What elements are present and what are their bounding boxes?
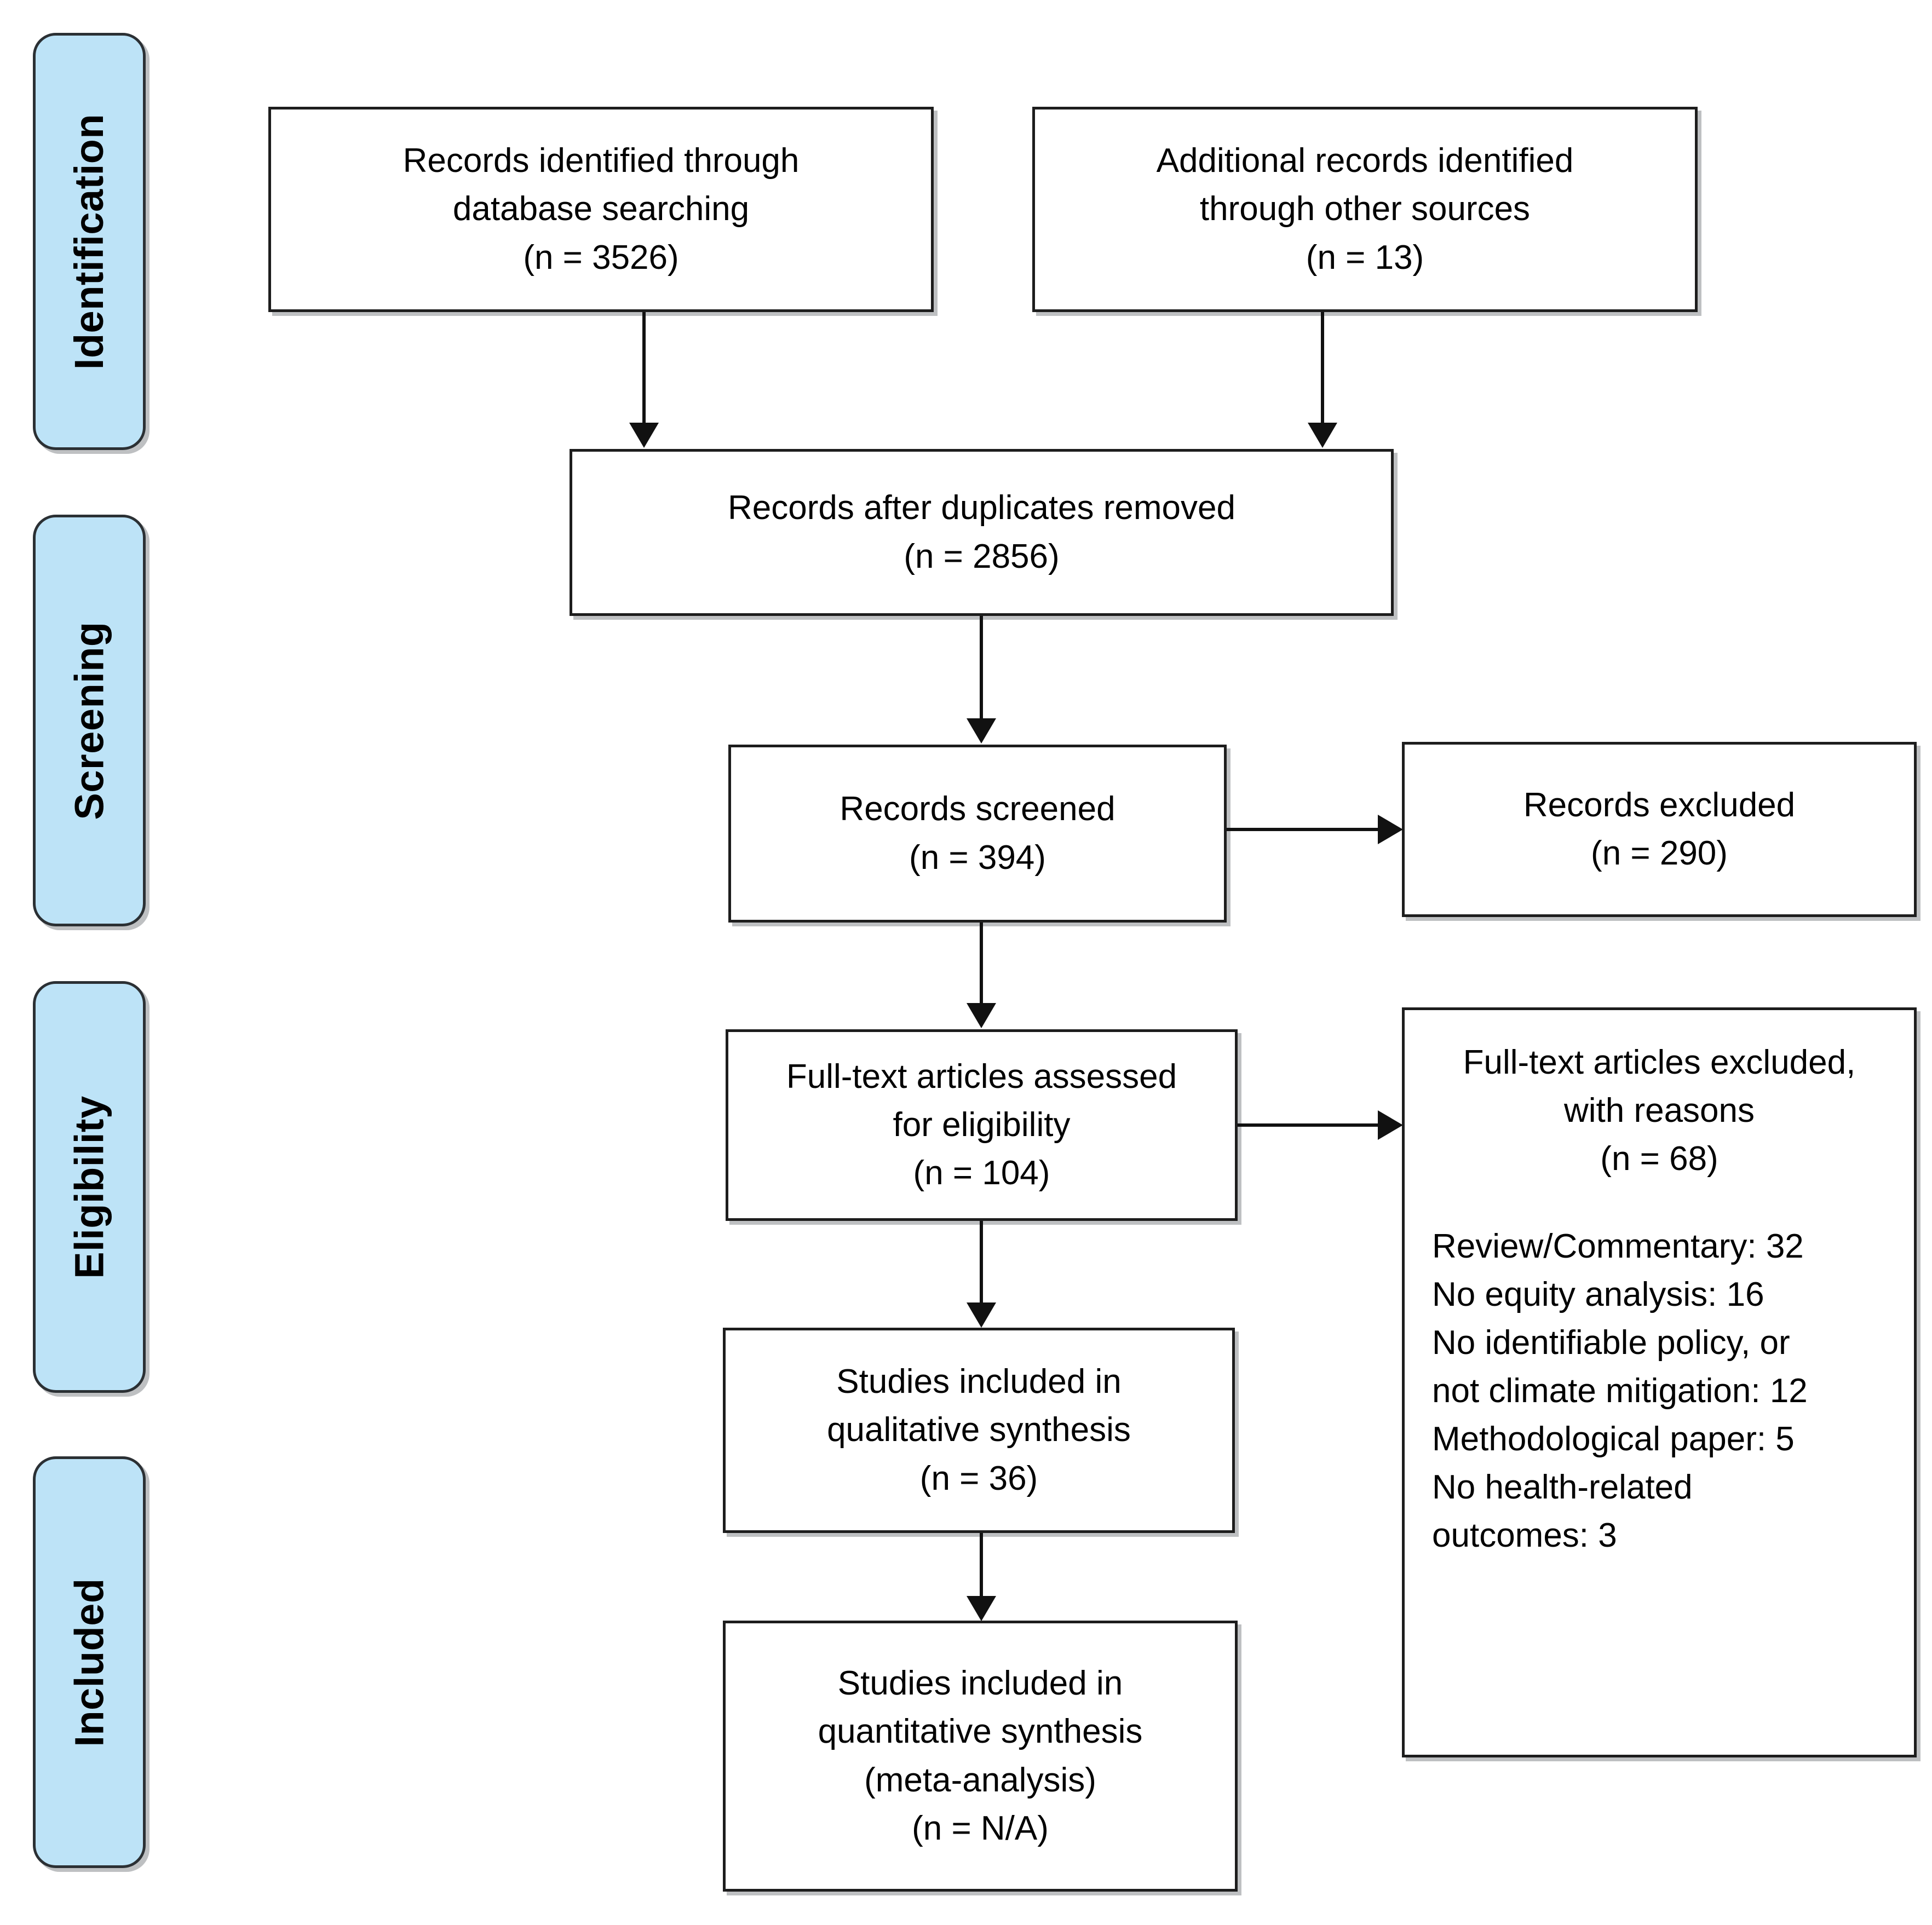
arrowhead-fulltext-to-excluded-reasons [1378, 1110, 1403, 1140]
box-line-2: qualitative synthesis [827, 1411, 1131, 1449]
box-records-screened: Records screened (n = 394) [728, 745, 1227, 923]
arrowhead-duplicates-to-screened [967, 718, 996, 744]
box-line-1: Records screened [840, 790, 1116, 828]
exclusion-reasons-list: Review/Commentary: 32 No equity analysis… [1418, 1223, 1901, 1560]
box-line-1: Records identified through [403, 142, 800, 180]
box-studies-quantitative-synthesis: Studies included in quantitative synthes… [723, 1621, 1238, 1892]
stage-pill-identification: Identification [33, 33, 146, 450]
box-count: (n = 13) [1306, 238, 1424, 276]
stage-label-included: Included [66, 1577, 112, 1747]
arrowhead-screened-to-excluded [1378, 815, 1403, 844]
reason-item: No equity analysis: 16 [1432, 1276, 1764, 1314]
connector-duplicates-to-screened [980, 616, 983, 720]
box-count: (n = 394) [909, 838, 1046, 877]
reason-item: No health-related [1432, 1468, 1693, 1507]
reason-item: outcomes: 3 [1432, 1517, 1617, 1555]
box-line-2: through other sources [1199, 190, 1531, 228]
stage-pill-screening: Screening [33, 515, 146, 926]
box-studies-qualitative-synthesis: Studies included in qualitative synthesi… [723, 1328, 1235, 1533]
reason-item: Methodological paper: 5 [1432, 1420, 1795, 1459]
connector-qualitative-to-quantitative [980, 1533, 983, 1598]
box-line-1: Studies included in [837, 1664, 1123, 1703]
box-line-3: (meta-analysis) [864, 1761, 1096, 1799]
reason-item: No identifiable policy, or [1432, 1324, 1790, 1362]
arrowhead-other-sources-to-duplicates [1308, 423, 1337, 448]
box-line-1: Full-text articles excluded, [1463, 1044, 1856, 1081]
connector-fulltext-to-qualitative [980, 1221, 983, 1304]
box-fulltext-excluded-with-reasons: Full-text articles excluded, with reason… [1402, 1007, 1917, 1757]
reasons-header: Full-text articles excluded, with reason… [1418, 1039, 1901, 1183]
arrowhead-screened-to-fulltext [967, 1003, 996, 1028]
box-fulltext-assessed-eligibility: Full-text articles assessed for eligibil… [726, 1029, 1238, 1221]
arrowhead-qualitative-to-quantitative [967, 1596, 996, 1621]
arrowhead-fulltext-to-qualitative [967, 1302, 996, 1328]
reason-item: Review/Commentary: 32 [1432, 1227, 1804, 1266]
box-line-1: Records excluded [1523, 786, 1796, 824]
connector-db-search-to-duplicates [642, 312, 646, 425]
connector-other-sources-to-duplicates [1321, 312, 1324, 425]
box-records-after-duplicates-removed: Records after duplicates removed (n = 28… [570, 449, 1394, 616]
box-line-2: quantitative synthesis [818, 1713, 1143, 1751]
reason-item: not climate mitigation: 12 [1432, 1372, 1808, 1410]
box-records-excluded: Records excluded (n = 290) [1402, 742, 1917, 917]
box-count: (n = N/A) [912, 1809, 1049, 1847]
box-count: (n = 36) [919, 1459, 1038, 1497]
stage-label-screening: Screening [66, 621, 112, 820]
box-line-2: for eligibility [893, 1105, 1071, 1144]
box-count: (n = 104) [913, 1154, 1050, 1192]
arrowhead-db-search-to-duplicates [629, 423, 659, 448]
stage-pill-included: Included [33, 1456, 146, 1868]
box-additional-records-other-sources: Additional records identified through ot… [1032, 107, 1698, 312]
box-line-1: Additional records identified [1156, 142, 1574, 180]
box-count: (n = 3526) [523, 238, 679, 276]
box-count: (n = 2856) [904, 537, 1060, 575]
box-count: (n = 290) [1591, 834, 1728, 872]
box-line-2: database searching [452, 190, 750, 228]
box-line-1: Full-text articles assessed [786, 1057, 1177, 1096]
box-records-identified-database: Records identified through database sear… [268, 107, 934, 312]
stage-label-identification: Identification [66, 113, 112, 370]
stage-label-eligibility: Eligibility [66, 1095, 112, 1279]
box-line-1: Records after duplicates removed [727, 489, 1235, 527]
connector-fulltext-to-excluded-reasons [1238, 1123, 1380, 1127]
stage-pill-eligibility: Eligibility [33, 981, 146, 1393]
box-line-1: Studies included in [836, 1363, 1122, 1401]
connector-screened-to-excluded [1227, 828, 1380, 831]
box-line-2: with reasons [1563, 1092, 1755, 1130]
box-count: (n = 68) [1600, 1140, 1718, 1178]
connector-screened-to-fulltext [980, 923, 983, 1005]
